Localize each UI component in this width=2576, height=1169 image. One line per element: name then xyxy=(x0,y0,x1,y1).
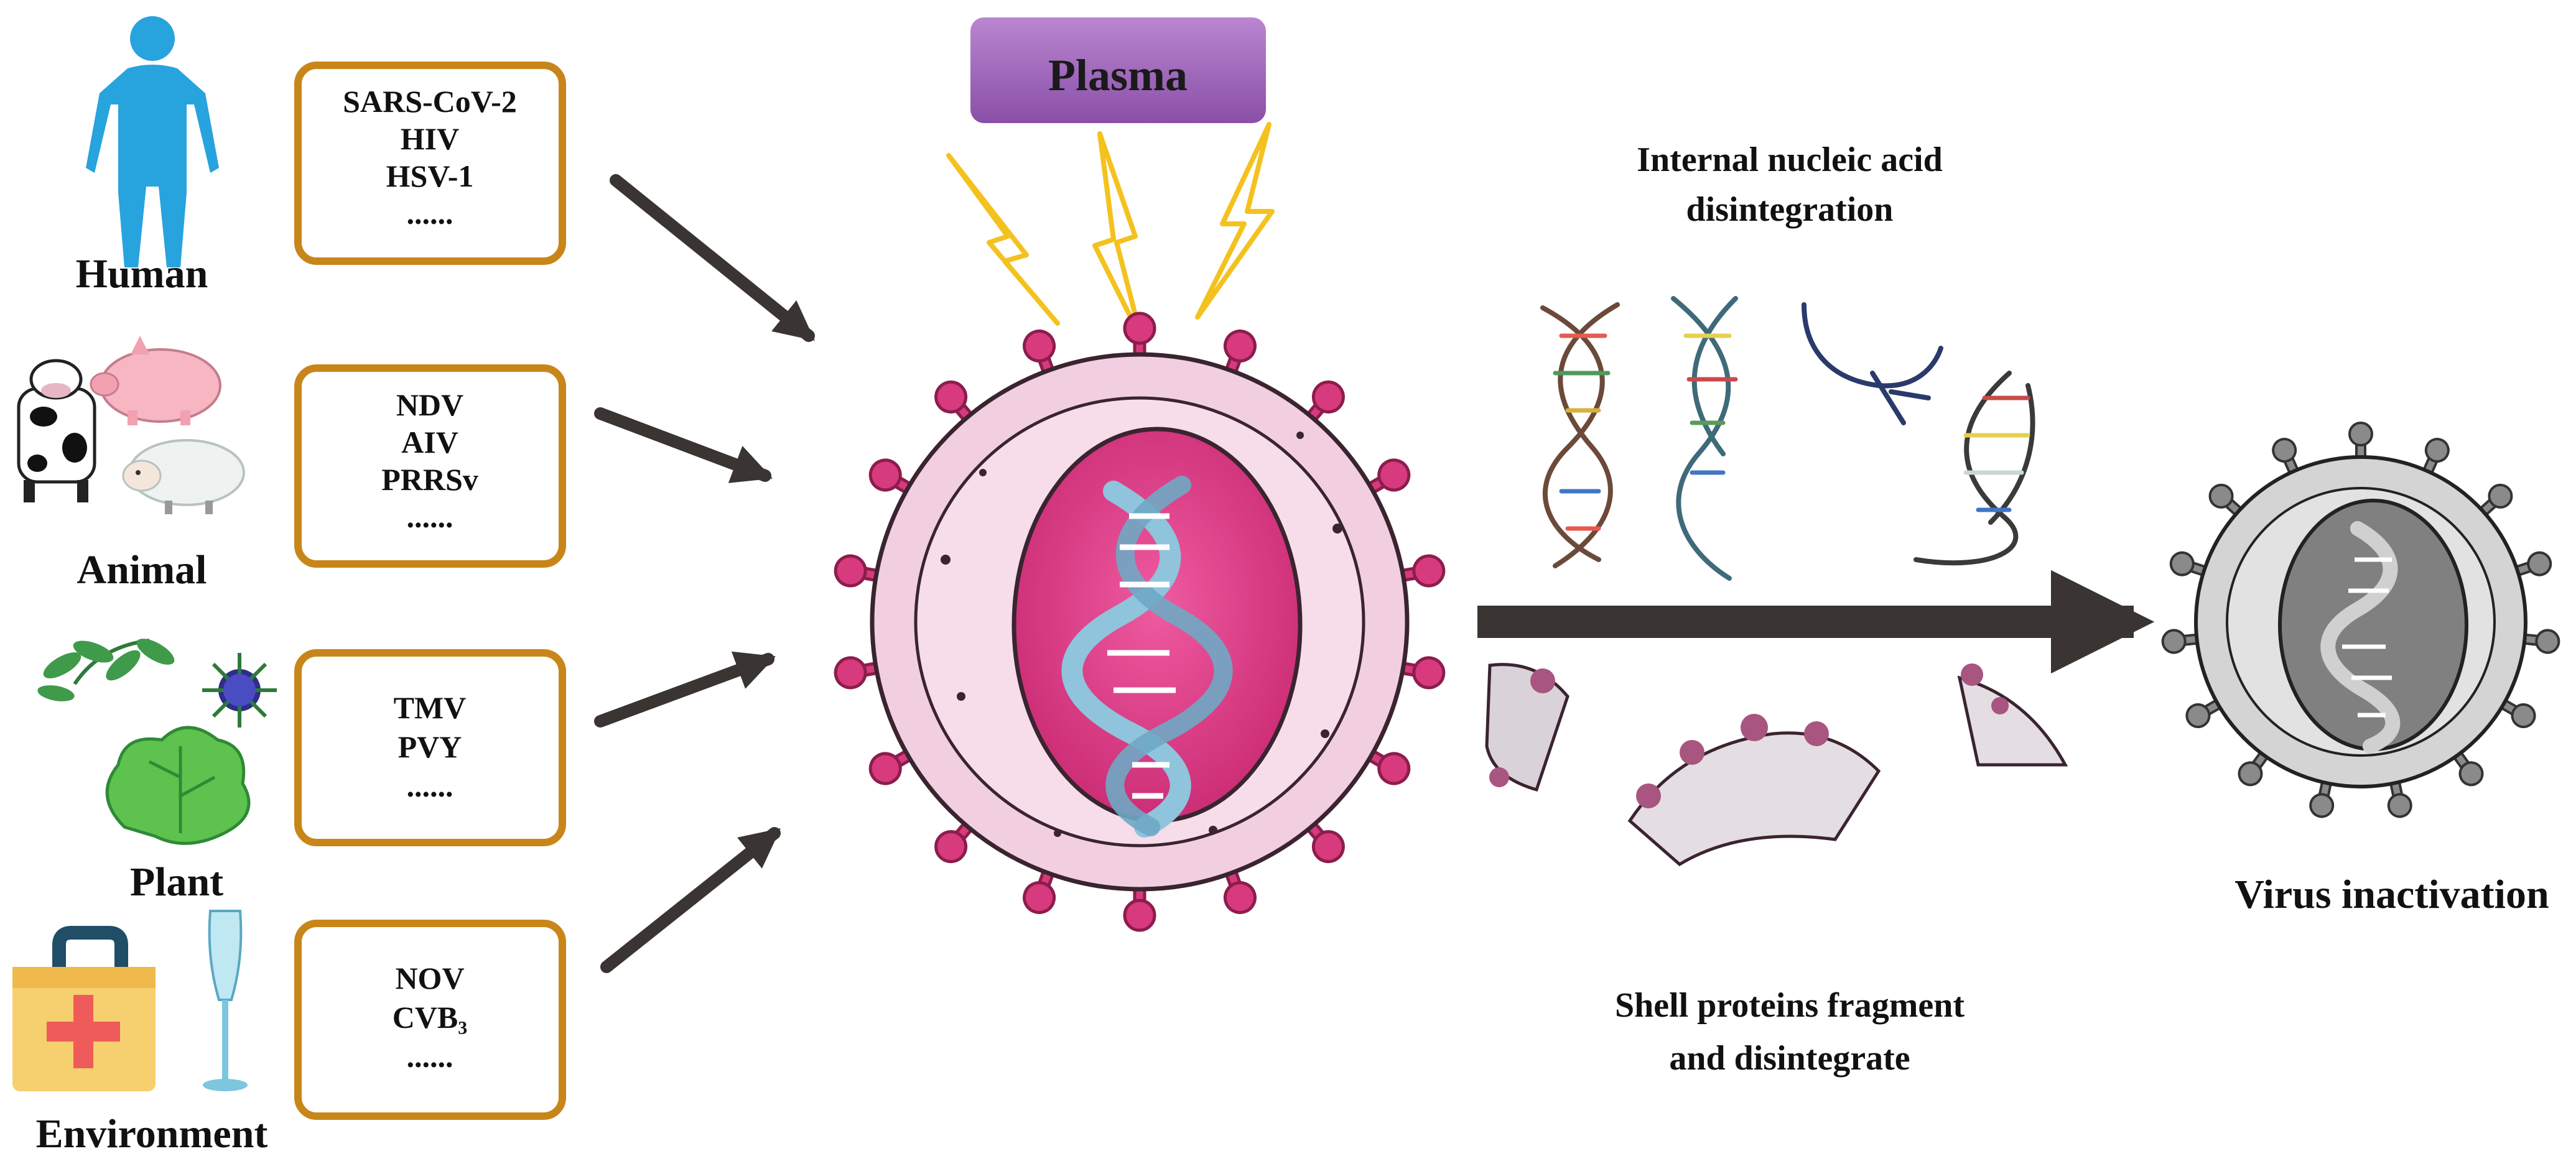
shell-caption-line-2: and disintegrate xyxy=(1669,1039,1910,1078)
rna-helix-icon xyxy=(1061,476,1233,838)
input-arrows xyxy=(594,174,815,973)
nucleic-acid-fragments-icon xyxy=(1540,296,2035,581)
shell-caption-line-1: Shell proteins fragment xyxy=(1615,986,1965,1025)
virus-list-box-human: SARS-CoV-2 HIV HSV-1 ...... xyxy=(294,62,566,265)
virus-item: ...... xyxy=(407,196,453,231)
virus-item: PRRSv xyxy=(381,462,478,497)
nucleic-caption-line-2: disintegration xyxy=(1686,190,1894,229)
virus-item: CVB₃ xyxy=(393,1000,468,1035)
animal-icon xyxy=(17,336,245,514)
virus-item: PVY xyxy=(398,729,462,764)
arrow-animal xyxy=(594,407,773,483)
arrow-plant xyxy=(594,651,776,728)
virus-item: AIV xyxy=(401,425,458,460)
plasma-label-box: Plasma xyxy=(970,17,1266,123)
category-label-animal: Animal xyxy=(77,547,207,593)
category-label-human: Human xyxy=(76,251,208,297)
category-label-plant: Plant xyxy=(130,859,223,905)
shell-fragments-icon xyxy=(1485,663,2068,867)
virus-item: NDV xyxy=(396,387,463,422)
inactivated-virus-icon xyxy=(2161,422,2560,818)
lightning-icon xyxy=(946,122,1275,341)
virus-item: HIV xyxy=(401,121,459,156)
virus-list-box-plant: TMV PVY ...... xyxy=(294,649,566,846)
virus-item: TMV xyxy=(394,690,467,725)
result-label: Virus inactivation xyxy=(2234,872,2549,917)
virus-item: HSV-1 xyxy=(386,159,474,193)
virus-item: SARS-CoV-2 xyxy=(343,84,517,119)
nucleic-caption-line-1: Internal nucleic acid xyxy=(1637,141,1943,179)
virus-list-box-environment: NOV CVB₃ ...... xyxy=(294,920,566,1120)
virus-particle-icon xyxy=(834,312,1446,932)
environment-icon xyxy=(12,910,248,1091)
arrow-human xyxy=(610,174,815,342)
virus-item: ...... xyxy=(407,1039,453,1074)
category-label-environment: Environment xyxy=(36,1111,268,1157)
plasma-label: Plasma xyxy=(1048,50,1188,100)
virus-item: ...... xyxy=(407,769,453,803)
arrow-environment xyxy=(600,827,781,973)
virus-list-box-animal: NDV AIV PRRSv ...... xyxy=(294,364,566,568)
human-icon xyxy=(86,16,219,267)
virus-item: NOV xyxy=(395,961,464,996)
plant-icon xyxy=(37,639,277,845)
virus-item: ...... xyxy=(407,499,453,534)
